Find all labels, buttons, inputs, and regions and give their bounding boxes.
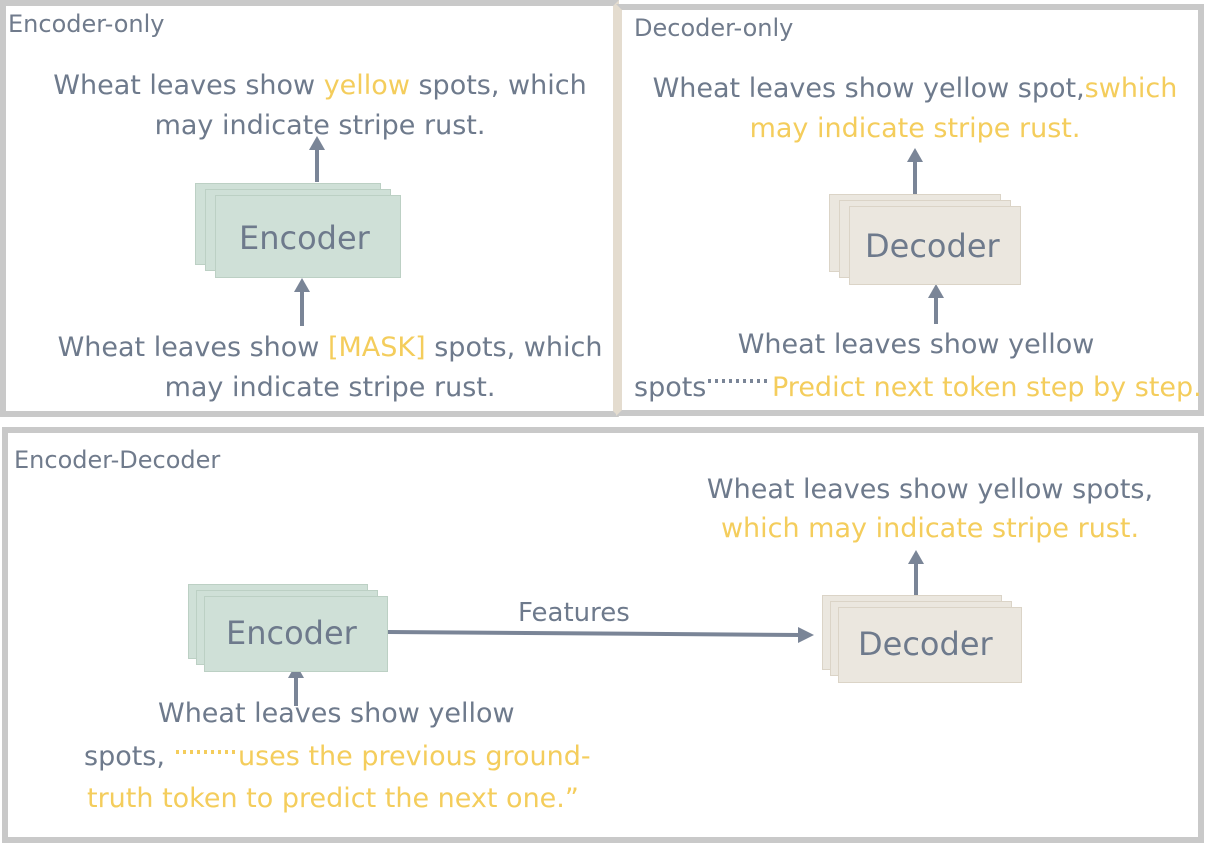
decoder-only-title: Decoder-only bbox=[634, 14, 794, 42]
highlight-mask: [MASK] bbox=[327, 332, 426, 363]
encoder-decoder-title: Encoder-Decoder bbox=[14, 446, 221, 474]
decoder-only-block-label: Decoder bbox=[865, 227, 1000, 265]
encoder-only-block: Encoder bbox=[195, 183, 401, 278]
encdec-output-line2: which may indicate stripe rust. bbox=[720, 513, 1140, 544]
decoder-only-output-line2: may indicate stripe rust. bbox=[749, 113, 1081, 144]
decoder-only-block: Decoder bbox=[829, 194, 1021, 285]
encoder-only-title: Encoder-only bbox=[8, 10, 165, 38]
encdec-decoder-block: Decoder bbox=[822, 595, 1022, 683]
features-label: Features bbox=[518, 598, 630, 628]
encdec-input-line2a: spots, bbox=[84, 741, 165, 772]
highlight-yellow: yellow bbox=[323, 70, 410, 101]
encoder-only-output-line2: may indicate stripe rust. bbox=[154, 110, 486, 141]
decoder-only-input-line2a: spots bbox=[634, 372, 707, 403]
encdec-encoder-label: Encoder bbox=[226, 614, 357, 652]
encdec-input-line1: Wheat leaves show yellow bbox=[158, 698, 515, 729]
encoder-only-output-line1: Wheat leaves show yellow spots, which bbox=[53, 70, 587, 101]
encdec-output-line1: Wheat leaves show yellow spots, bbox=[706, 474, 1154, 505]
encoder-only-block-label: Encoder bbox=[239, 219, 370, 257]
features-arrow bbox=[387, 630, 801, 637]
encdec-encoder-block: Encoder bbox=[188, 584, 388, 672]
encoder-only-input-line2: may indicate stripe rust. bbox=[164, 372, 496, 403]
encdec-input-line2-highlight: uses the previous ground- bbox=[238, 741, 591, 772]
decoder-only-output-line1: Wheat leaves show yellow spot,swhich bbox=[652, 73, 1178, 104]
encdec-decoder-label: Decoder bbox=[858, 625, 993, 663]
encoder-only-input-line1: Wheat leaves show [MASK] spots, which bbox=[57, 332, 603, 363]
encdec-input-line3-highlight: truth token to predict the next one.” bbox=[87, 783, 579, 814]
decoder-only-input-line2-highlight: Predict next token step by step. bbox=[772, 372, 1202, 403]
decoder-only-input-line1: Wheat leaves show yellow bbox=[737, 329, 1095, 360]
